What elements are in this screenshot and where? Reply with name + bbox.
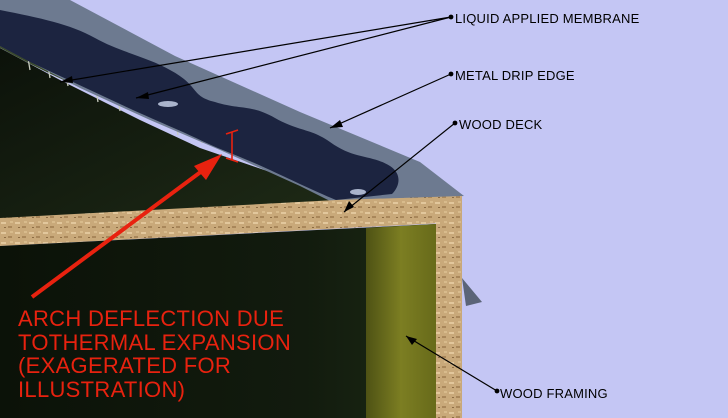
membrane-highlight	[158, 101, 178, 107]
interior-cavity	[0, 224, 436, 418]
membrane-highlight	[350, 189, 366, 195]
leader-arrowheads	[60, 76, 417, 345]
deflection-marker	[225, 129, 239, 163]
label-liquid-applied-membrane: LIQUID APPLIED MEMBRANE	[455, 11, 640, 26]
deflection-arrow	[30, 154, 222, 299]
label-metal-drip-edge: METAL DRIP EDGE	[455, 68, 575, 83]
deflection-note-line: (EXAGERATED FOR	[18, 353, 232, 378]
attic-cavity	[0, 48, 340, 220]
liquid-applied-membrane	[0, 10, 399, 200]
label-wood-deck: WOOD DECK	[459, 117, 543, 132]
wood-framing	[366, 224, 436, 418]
label-wood-framing: WOOD FRAMING	[500, 386, 608, 401]
deflection-note: ARCH DEFLECTION DUE TOTHERMAL EXPANSION …	[18, 307, 291, 401]
deflection-note-line: ARCH DEFLECTION DUE	[18, 306, 285, 331]
leader-dots	[448, 14, 500, 394]
wood-deck-end	[436, 196, 462, 418]
leader-lines	[59, 16, 498, 392]
drip-edge-fin	[462, 278, 482, 306]
deflection-note-line: ILLUSTRATION)	[18, 376, 186, 402]
deflection-note-line: TOTHERMAL EXPANSION	[18, 329, 292, 355]
